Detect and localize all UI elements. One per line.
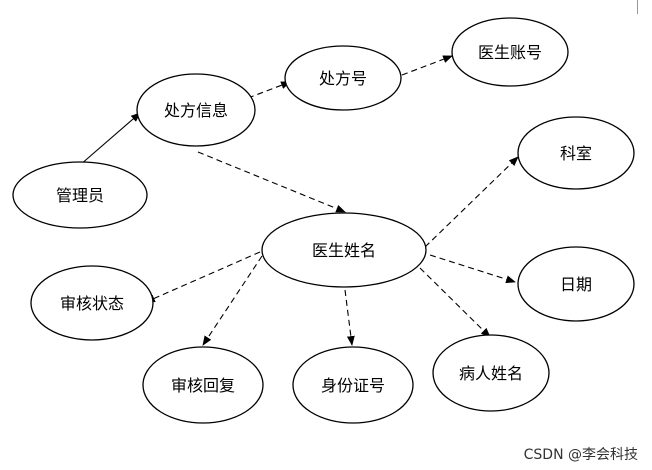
node-id-number: 身份证号 <box>292 346 414 424</box>
watermark: CSDN @李会科技 <box>523 447 638 463</box>
node-review-status-label: 审核状态 <box>60 294 124 313</box>
node-review-status: 审核状态 <box>30 265 154 341</box>
edge-doctor-name-to-review-reply <box>202 255 263 346</box>
edge-prescription-no-to-doctor-account <box>401 55 453 76</box>
node-prescription-info: 处方信息 <box>136 73 256 147</box>
edge-doctor-name-to-department <box>424 156 519 248</box>
node-doctor-name: 医生姓名 <box>261 212 427 288</box>
node-department-label: 科室 <box>560 144 592 163</box>
node-department: 科室 <box>517 116 635 190</box>
node-doctor-account-label: 医生账号 <box>478 43 542 62</box>
node-prescription-no-label: 处方号 <box>319 69 367 88</box>
edge-prescription-info-to-prescription-no <box>247 81 291 99</box>
node-patient-name-label: 病人姓名 <box>459 364 523 383</box>
node-date: 日期 <box>517 246 635 322</box>
node-patient-name: 病人姓名 <box>432 334 550 412</box>
edge-doctor-name-to-id-number <box>344 289 355 346</box>
node-admin: 管理员 <box>12 161 148 229</box>
edge-doctor-name-to-review-status <box>145 251 261 303</box>
node-prescription-info-label: 处方信息 <box>164 101 228 120</box>
node-review-reply-label: 审核回复 <box>171 376 235 395</box>
node-review-reply: 审核回复 <box>142 346 264 424</box>
page-corner-mark <box>637 0 638 14</box>
edge-doctor-name-to-patient-name <box>419 267 491 338</box>
edge-admin-to-prescription-info <box>79 112 141 166</box>
node-id-number-label: 身份证号 <box>321 376 385 395</box>
edge-doctor-name-to-date <box>429 254 516 284</box>
node-admin-label: 管理员 <box>56 186 104 205</box>
edge-prescription-info-to-doctor-name <box>197 151 346 213</box>
node-date-label: 日期 <box>560 275 592 294</box>
node-doctor-name-label: 医生姓名 <box>312 241 376 260</box>
node-doctor-account: 医生账号 <box>451 17 569 87</box>
node-prescription-no: 处方号 <box>284 45 402 111</box>
